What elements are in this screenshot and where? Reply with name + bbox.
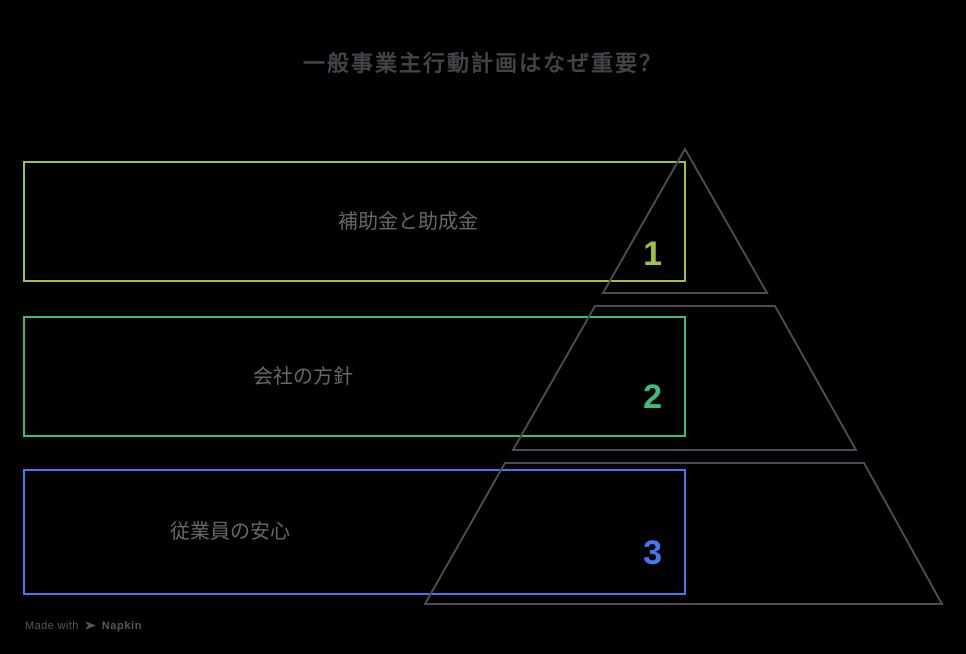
pyramid-level-2-label: 会社の方針 (253, 365, 353, 388)
napkin-attribution: Made with Napkin (25, 619, 142, 632)
pyramid-level-1-label: 補助金と助成金 (338, 210, 478, 233)
pyramid-level-2-box: 会社の方針 2 (23, 316, 686, 437)
pyramid-level-2-number: 2 (643, 378, 662, 416)
made-with-text: Made with (25, 619, 79, 632)
pyramid-level-3-label: 従業員の安心 (170, 521, 290, 543)
pyramid-level-1-box: 補助金と助成金 1 (23, 161, 686, 282)
pyramid-level-1-number: 1 (643, 235, 662, 273)
napkin-brand-text: Napkin (101, 619, 143, 632)
pyramid-level-3-number: 3 (643, 534, 662, 572)
diagram-title: 一般事業主行動計画はなぜ重要？ (302, 51, 663, 76)
napkin-logo-icon (84, 621, 96, 630)
pyramid-level-3-box: 従業員の安心 3 (23, 469, 686, 595)
